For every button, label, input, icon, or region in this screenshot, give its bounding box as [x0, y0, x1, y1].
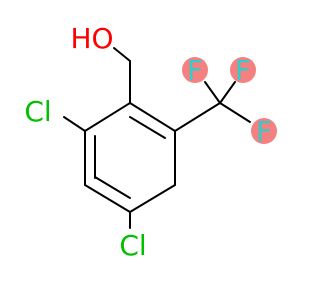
- ring-bond: [129, 184, 176, 213]
- hydroxyl-label: HO: [70, 22, 113, 55]
- ring-double-bond: [94, 176, 131, 199]
- fluorine-bond: [219, 81, 236, 104]
- ring-double-bond: [129, 116, 166, 139]
- ring-bond: [84, 184, 131, 213]
- ring-bond: [129, 102, 176, 132]
- chlorine-bottom-label: Cl: [119, 229, 146, 262]
- fluorine-highlight: [182, 57, 208, 83]
- fluorine-top-left-label: F: [187, 54, 203, 87]
- bonds: [63, 47, 251, 229]
- fluorine-right-label: F: [256, 115, 272, 148]
- fluorine-highlight: [251, 118, 277, 144]
- cf3-bond: [174, 102, 221, 132]
- fluorine-bond: [204, 81, 221, 104]
- oxygen-bond: [113, 47, 131, 62]
- fluorine-bond: [219, 102, 251, 123]
- fluorine-top-right-label: F: [235, 54, 251, 87]
- ring-bond: [84, 102, 131, 132]
- fluorine-highlight: [230, 57, 256, 83]
- chlorine-bond: [63, 116, 86, 132]
- molecule-structure-diagram: HO Cl Cl F F F: [24, 22, 277, 262]
- chlorine-left-label: Cl: [24, 95, 51, 128]
